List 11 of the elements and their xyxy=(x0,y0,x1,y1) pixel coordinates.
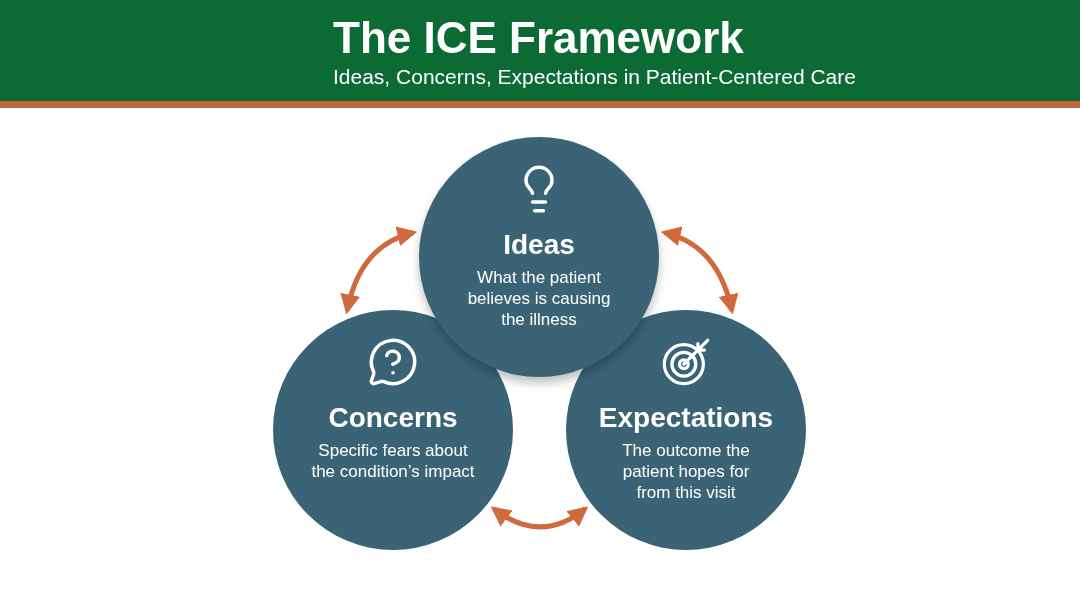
double-arrow xyxy=(660,227,738,315)
node-description: What the patient believes is causing the illness xyxy=(466,267,612,330)
double-arrow xyxy=(490,506,589,530)
title: The ICE Framework xyxy=(333,12,744,64)
node-description: Specific fears about the condition’s impact xyxy=(310,440,476,482)
double-arrow xyxy=(340,227,418,315)
node-heading: Expectations xyxy=(598,402,774,434)
subtitle: Ideas, Concerns, Expectations in Patient-Centered Care xyxy=(333,64,856,90)
node-description: The outcome the patient hopes for from this visit xyxy=(621,440,751,503)
node-heading: Ideas xyxy=(503,229,575,261)
node-heading: Concerns xyxy=(328,402,458,434)
